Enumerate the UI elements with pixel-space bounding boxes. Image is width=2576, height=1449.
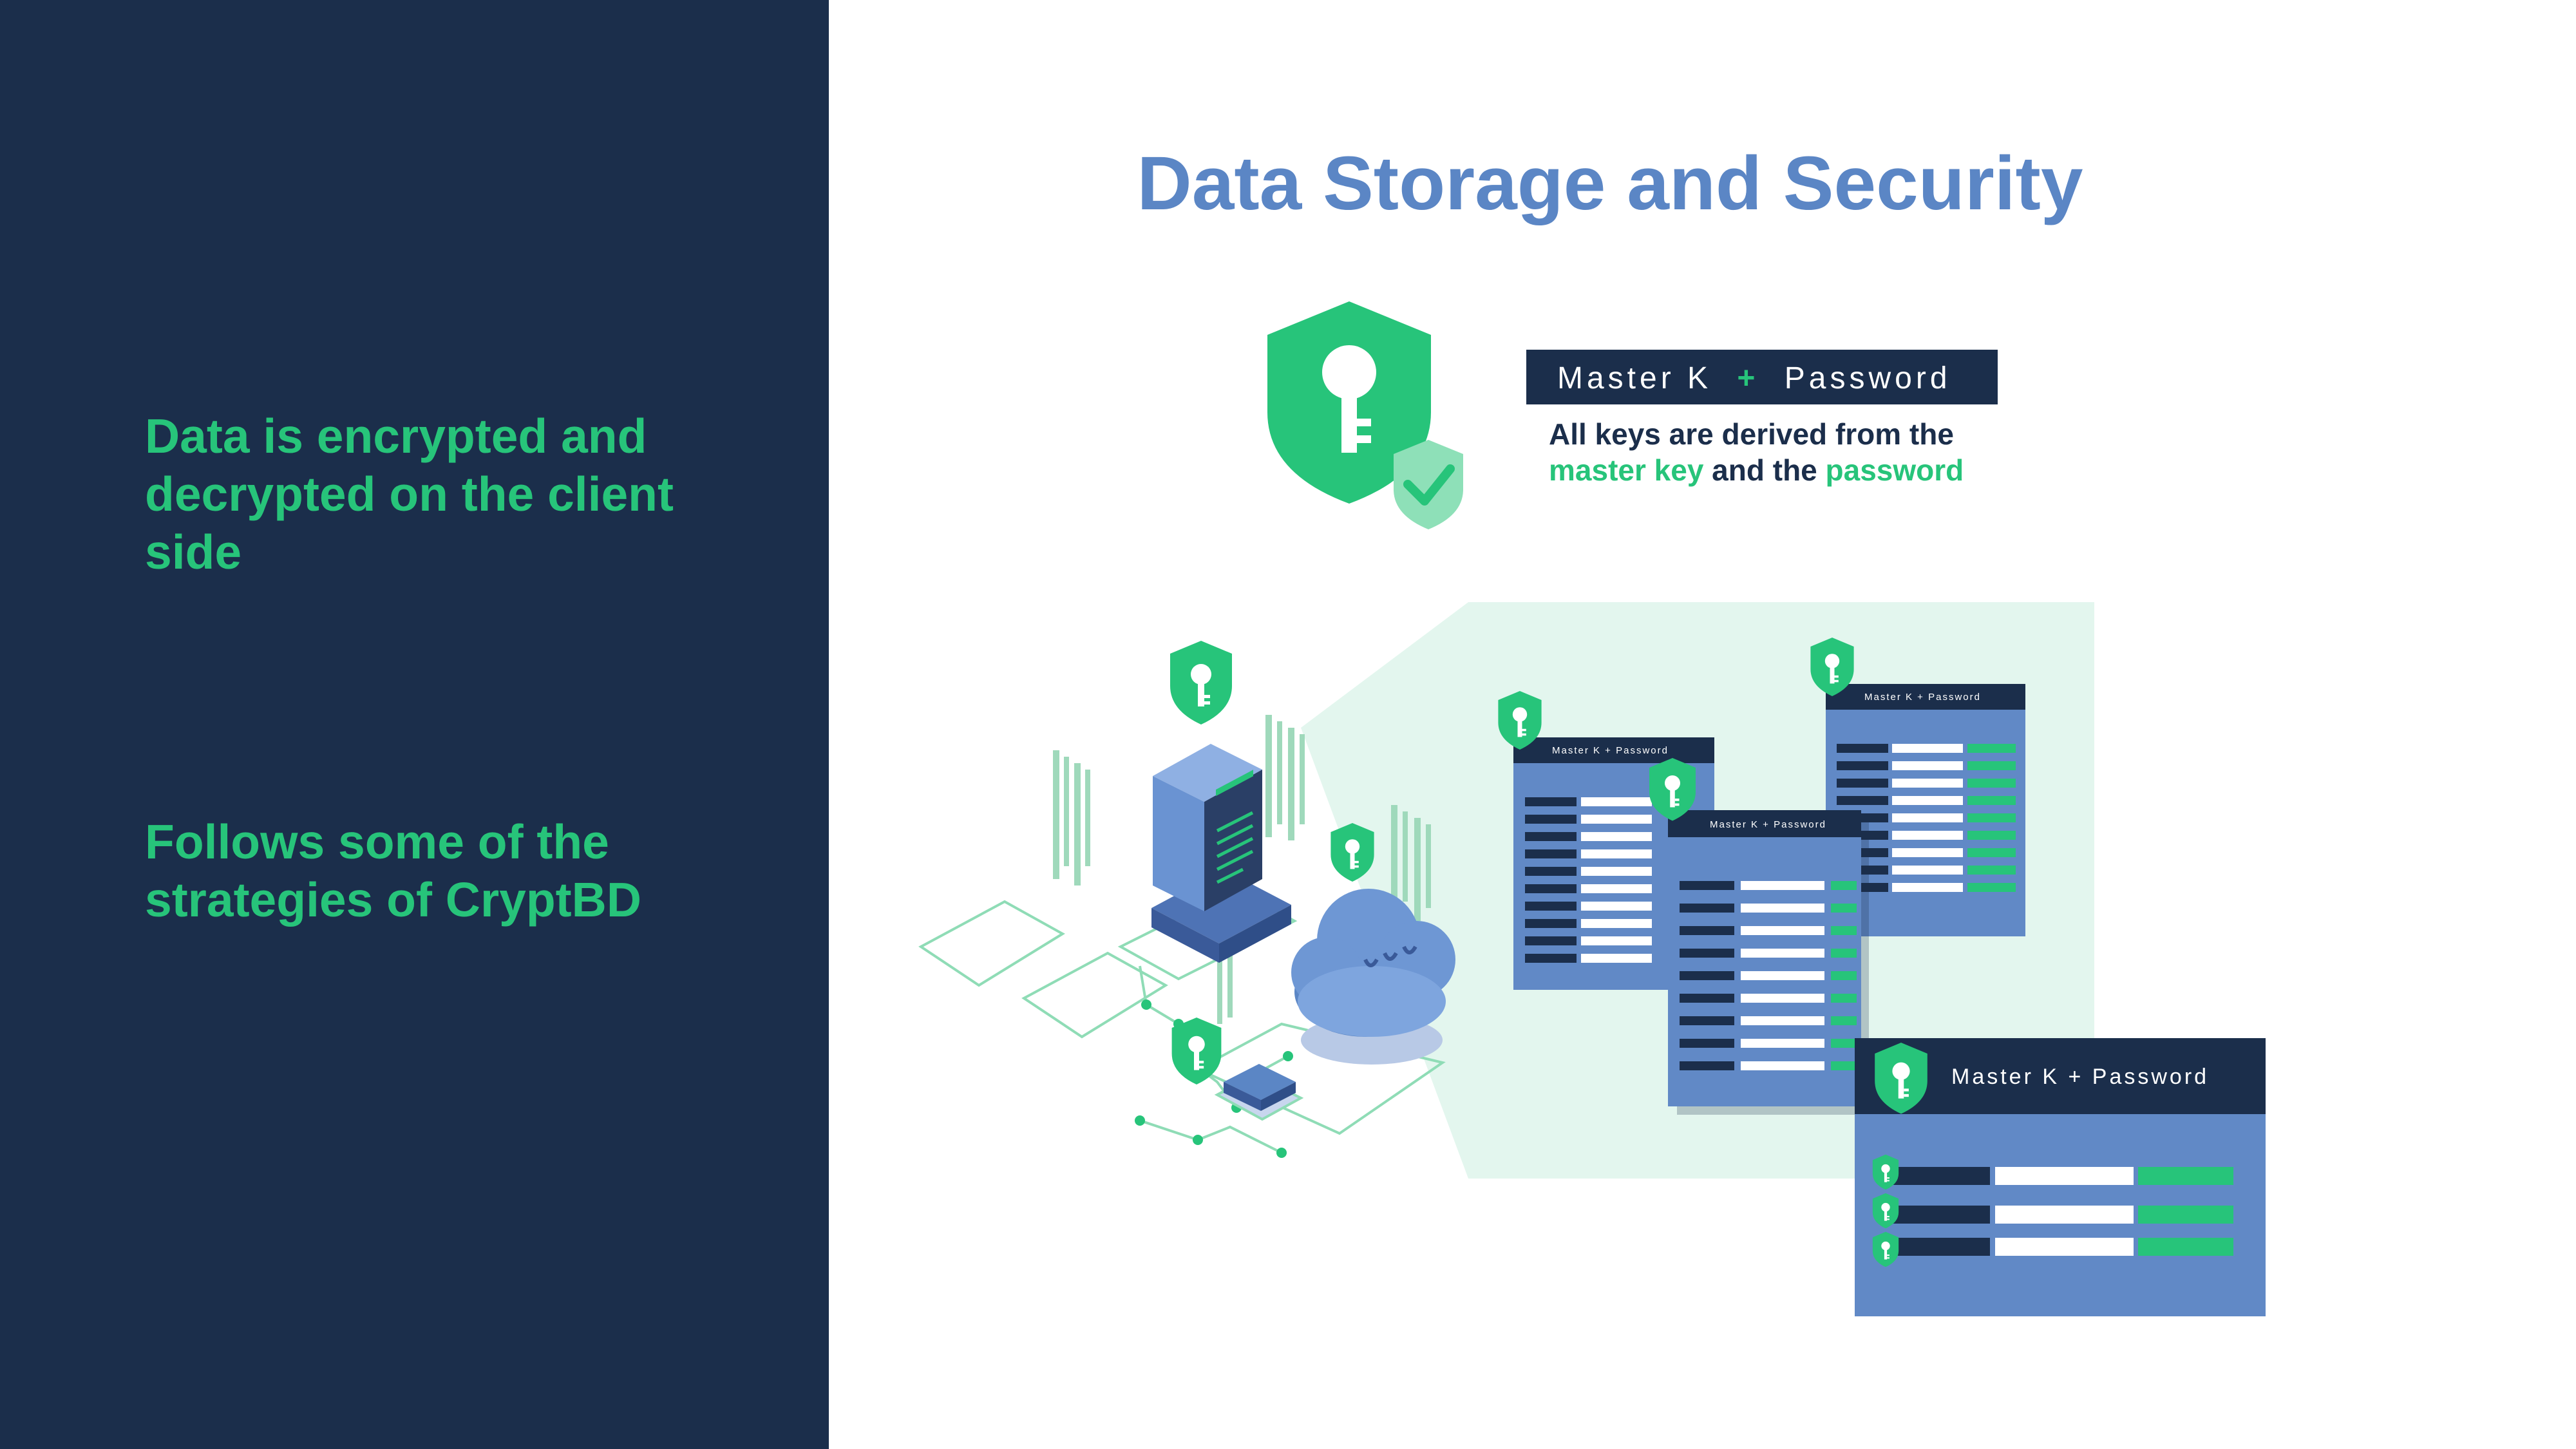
caption-line-2: master key and the password	[1549, 452, 2012, 488]
card-label: Master K + Password	[1710, 819, 1826, 830]
master-key-label-right: Password	[1785, 361, 1951, 395]
card-label: Master K + Password	[1864, 692, 1981, 703]
plus-sign: +	[1737, 361, 1759, 395]
master-key-label-left: Master K	[1557, 361, 1712, 395]
circuit-lines	[918, 887, 1446, 1154]
svg-text:Master K + Pas: Master K + Password	[1557, 361, 1951, 395]
checkmark-icon	[1394, 440, 1463, 529]
caption-and-the: and the	[1703, 453, 1826, 487]
caption: All keys are derived from the master key…	[1549, 416, 2012, 488]
bullet-cryptbd-strategies: Follows some of the strategies of CryptB…	[145, 815, 641, 927]
master-key-label: Master K + Password	[1526, 350, 1998, 404]
key-card: Master K + Password	[1668, 810, 1869, 1115]
server-icon	[1151, 744, 1291, 963]
data-streams	[1053, 715, 1431, 1024]
card-label: Master K + Password	[1951, 1065, 2209, 1089]
left-panel: Data is encrypted and decrypted on the c…	[0, 0, 829, 1449]
shield-key-icon	[1267, 301, 1431, 504]
card-label: Master K + Password	[1552, 745, 1669, 756]
caption-master-key: master key	[1549, 453, 1704, 487]
shield-key-icon	[1171, 1018, 1222, 1084]
shield-key-icon	[1170, 641, 1232, 724]
slide-title: Data Storage and Security	[1137, 141, 2083, 226]
bullet-client-side-encryption: Data is encrypted and decrypted on the c…	[145, 409, 674, 579]
device-icon	[1214, 1064, 1304, 1121]
caption-line-1: All keys are derived from the	[1549, 417, 1954, 451]
key-card-front: Master K + Password	[1855, 1038, 2266, 1316]
cloud-icon	[1291, 889, 1455, 1065]
caption-password: password	[1825, 453, 1964, 487]
